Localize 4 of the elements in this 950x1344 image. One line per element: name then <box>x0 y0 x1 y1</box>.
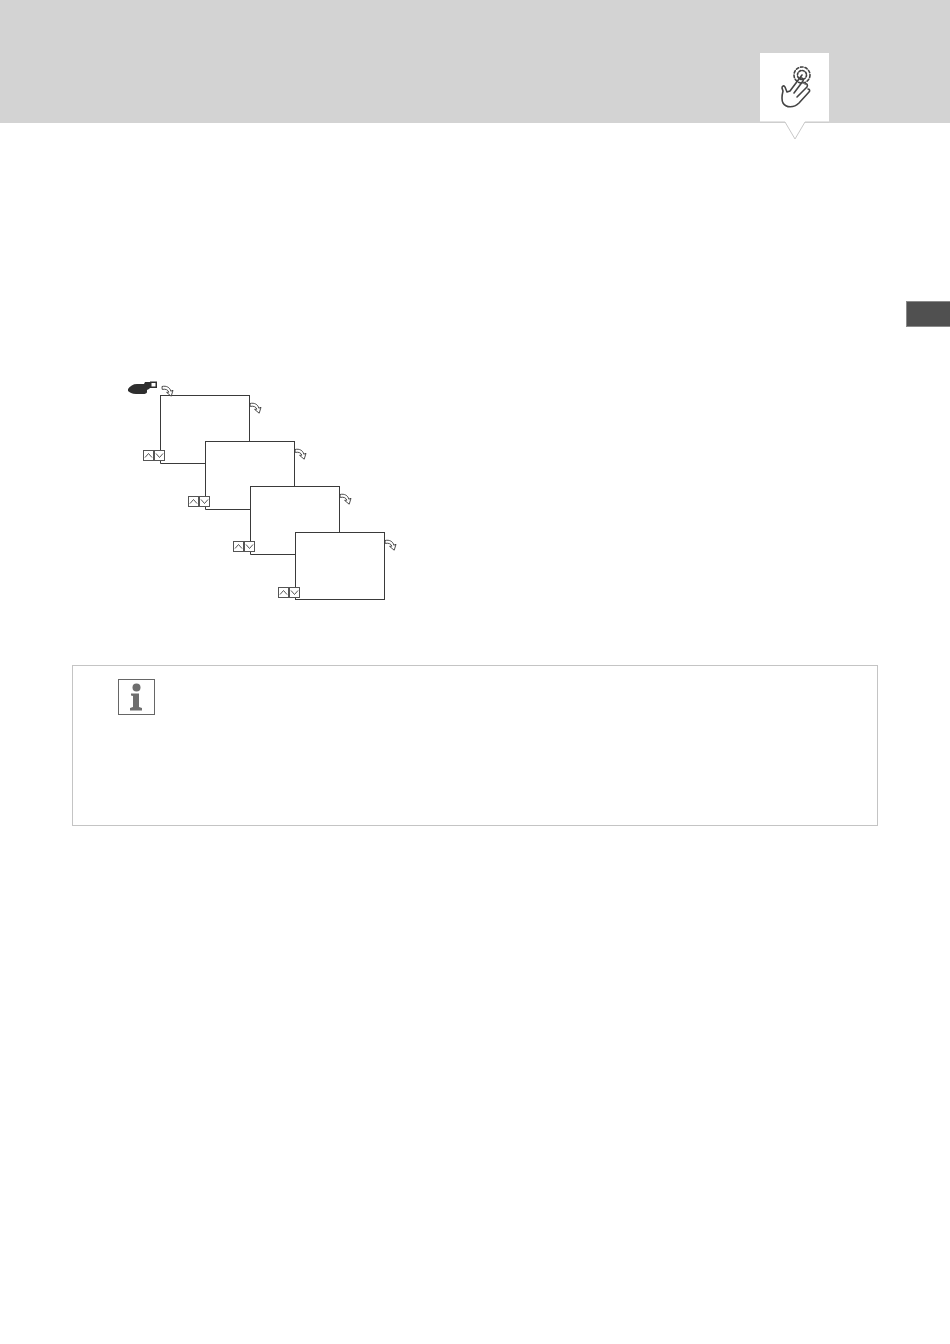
screen-box <box>295 532 385 600</box>
screen-box <box>205 441 295 486</box>
screen-box <box>160 395 250 441</box>
screen-box <box>250 486 340 532</box>
